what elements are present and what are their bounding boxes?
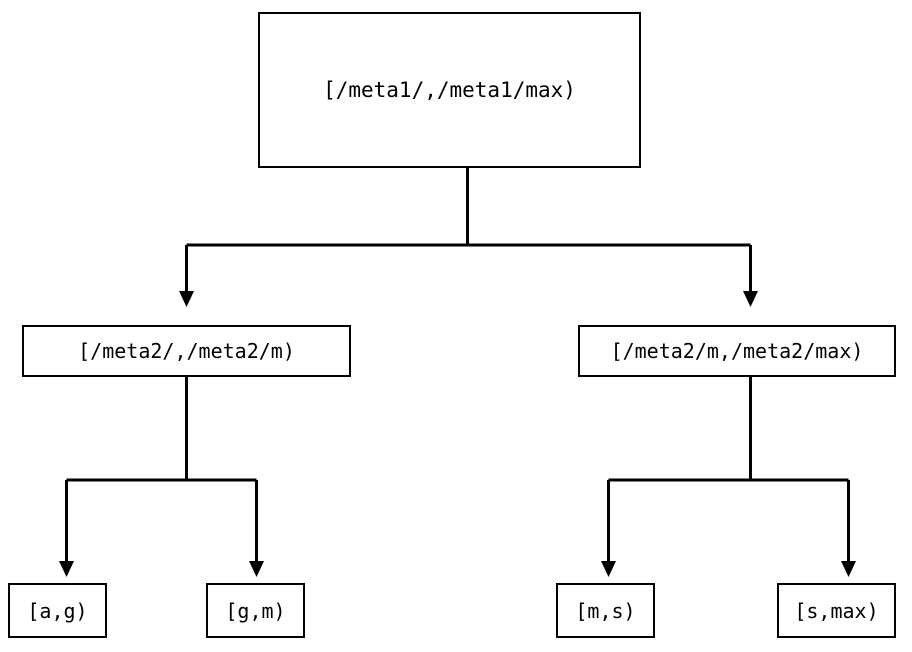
- edge-midright-to-leaf4: [841, 480, 856, 577]
- tree-node-leaf-3-label: [m,s): [575, 598, 636, 623]
- tree-node-leaf-4[interactable]: [s,max): [777, 583, 896, 638]
- tree-node-leaf-1-label: [a,g): [27, 598, 88, 623]
- edge-midleft-to-leaf2: [249, 480, 264, 577]
- edge-root-to-mid-right: [743, 245, 758, 307]
- tree-node-mid-right-label: [/meta2/m,/meta2/max): [610, 339, 864, 363]
- edge-root-to-mid-left: [179, 168, 751, 307]
- tree-node-mid-left-label: [/meta2/,/meta2/m): [78, 339, 295, 363]
- tree-node-leaf-1[interactable]: [a,g): [8, 583, 107, 638]
- tree-node-leaf-3[interactable]: [m,s): [556, 583, 655, 638]
- tree-node-leaf-2-label: [g,m): [225, 598, 286, 623]
- tree-node-root-label: [/meta1/,/meta1/max): [323, 77, 576, 102]
- tree-node-leaf-4-label: [s,max): [794, 598, 879, 623]
- tree-node-root[interactable]: [/meta1/,/meta1/max): [258, 12, 641, 168]
- tree-node-mid-right[interactable]: [/meta2/m,/meta2/max): [578, 325, 896, 377]
- tree-node-mid-left[interactable]: [/meta2/,/meta2/m): [22, 325, 351, 377]
- edge-midright-to-leaf3: [601, 377, 849, 577]
- edge-midleft-to-leaf1: [59, 377, 257, 577]
- tree-node-leaf-2[interactable]: [g,m): [206, 583, 305, 638]
